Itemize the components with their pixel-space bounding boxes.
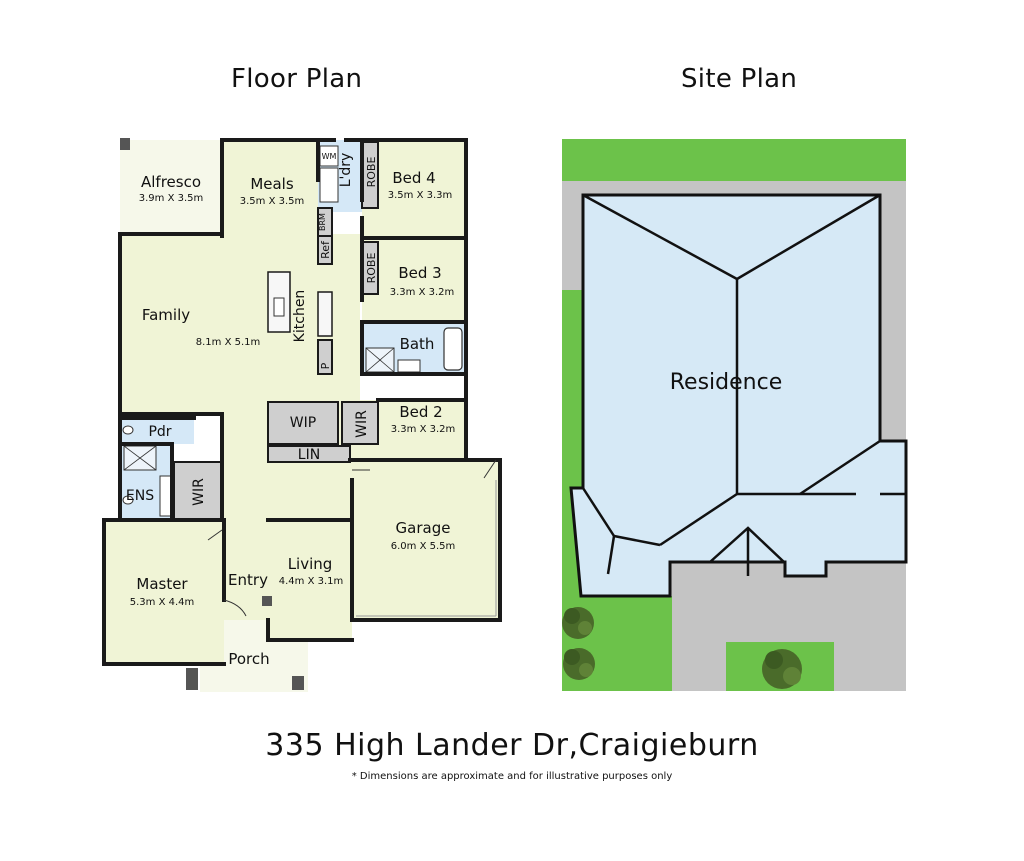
tree bbox=[563, 648, 595, 680]
tree bbox=[762, 649, 802, 689]
kitchen-bench bbox=[317, 291, 333, 337]
bed2-floor bbox=[362, 400, 466, 460]
wip-cupboard bbox=[267, 401, 339, 445]
living-label: Living bbox=[288, 555, 333, 573]
vanity-bath bbox=[397, 359, 421, 373]
lawn-rear bbox=[562, 139, 906, 181]
bath-label: Bath bbox=[400, 335, 435, 353]
bed3-dims: 3.3m X 3.2m bbox=[390, 287, 455, 298]
ens-label: ENS bbox=[126, 488, 154, 504]
pdr-label: Pdr bbox=[148, 424, 171, 440]
residence-label: Residence bbox=[670, 370, 782, 395]
family-dims: 8.1m X 5.1m bbox=[196, 337, 261, 348]
wip-label: WIP bbox=[290, 415, 316, 431]
meals-dims: 3.5m X 3.5m bbox=[240, 196, 305, 207]
post bbox=[120, 138, 130, 150]
wm-label: WM bbox=[322, 152, 337, 161]
post bbox=[186, 668, 198, 690]
alfresco-dims: 3.9m X 3.5m bbox=[139, 193, 204, 204]
floor-plan-title: Floor Plan bbox=[231, 64, 363, 94]
wir-bed2 bbox=[341, 401, 379, 445]
entry-label: Entry bbox=[228, 571, 268, 589]
garage-label: Garage bbox=[396, 519, 451, 537]
entry-floor bbox=[222, 418, 268, 620]
bed2-dims: 3.3m X 3.2m bbox=[391, 424, 456, 435]
kitchen-label: Kitchen bbox=[292, 290, 308, 343]
bed4-dims: 3.5m X 3.3m bbox=[388, 190, 453, 201]
living-floor bbox=[268, 462, 352, 640]
robe-bed3-label: ROBE bbox=[365, 253, 378, 284]
post bbox=[262, 596, 272, 606]
alfresco-area bbox=[120, 140, 222, 234]
bed2-label: Bed 2 bbox=[399, 403, 442, 421]
kitchen-sink bbox=[273, 297, 285, 317]
post bbox=[292, 676, 304, 690]
pantry-label: P bbox=[319, 362, 332, 369]
robe-bed4-label: ROBE bbox=[365, 157, 378, 188]
pantry bbox=[317, 339, 333, 375]
garage-floor bbox=[352, 462, 500, 620]
laundry-trough bbox=[319, 167, 339, 203]
lin-label: LIN bbox=[298, 447, 320, 463]
wir-bed2-label: WIR bbox=[354, 410, 370, 438]
wir-master bbox=[173, 461, 223, 521]
lin-cupboard bbox=[267, 445, 351, 463]
wir-master-label: WIR bbox=[191, 478, 207, 506]
family-label: Family bbox=[142, 306, 190, 324]
bed4-label: Bed 4 bbox=[392, 169, 435, 187]
residence-roof bbox=[569, 193, 908, 598]
porch-label: Porch bbox=[228, 650, 269, 668]
bed4-floor bbox=[362, 140, 466, 236]
master-floor bbox=[104, 522, 224, 664]
brm-label: BRM bbox=[318, 213, 327, 231]
garage-dims: 6.0m X 5.5m bbox=[391, 541, 456, 552]
laundry-label: L'dry bbox=[338, 153, 354, 188]
master-dims: 5.3m X 4.4m bbox=[130, 597, 195, 608]
tree bbox=[562, 607, 594, 639]
disclaimer-text: * Dimensions are approximate and for ill… bbox=[351, 771, 673, 782]
bed3-floor bbox=[362, 240, 466, 322]
alfresco-label: Alfresco bbox=[141, 173, 201, 191]
living-dims: 4.4m X 3.1m bbox=[279, 576, 344, 587]
property-address: 335 High Lander Dr,Craigieburn bbox=[265, 728, 759, 763]
meals-floor bbox=[222, 140, 320, 236]
site-plan: Residence bbox=[562, 139, 908, 691]
master-label: Master bbox=[136, 575, 188, 593]
brm-space bbox=[317, 207, 333, 237]
site-plan-title: Site Plan bbox=[681, 64, 798, 94]
bathtub bbox=[443, 327, 463, 371]
bed3-label: Bed 3 bbox=[398, 264, 441, 282]
ref-label: Ref bbox=[319, 240, 332, 259]
meals-label: Meals bbox=[250, 175, 294, 193]
